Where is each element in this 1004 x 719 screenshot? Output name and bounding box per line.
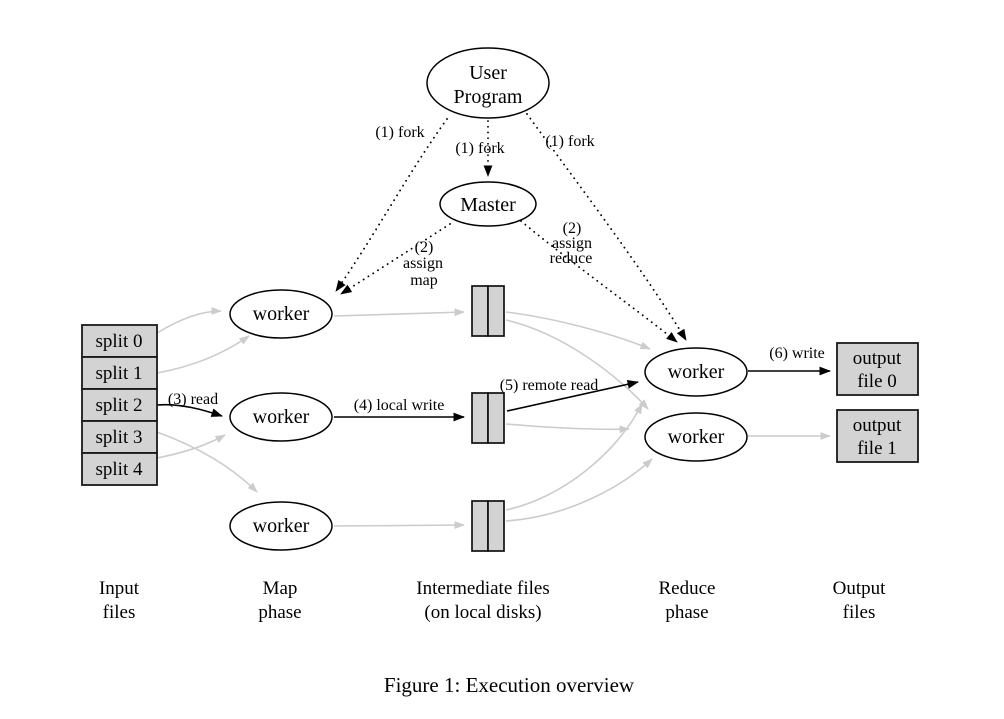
node-user-program: User Program [426,47,550,119]
map-worker-3-label: worker [253,515,310,537]
read-label: (3) read [168,391,218,408]
reduce-worker-1-ellipse [644,347,748,397]
edge-labels: (1) fork (1) fork (1) fork (2) assign ma… [168,124,825,414]
file-bar [471,392,489,444]
output-files: output file 0 output file 1 [836,342,919,463]
user-program-label-line2: Program [454,86,523,108]
node-map-worker-2: worker [229,392,333,442]
input-splits: split 0 split 1 split 2 split 3 split 4 [81,324,158,486]
assign-reduce-label-line2: assign [552,235,592,252]
assign-map-label-line3: map [410,272,438,289]
assign-map-label-line2: assign [403,255,443,272]
edge-split1-to-map-worker1 [156,335,250,374]
split-3-box [81,420,158,454]
gray-edges [156,307,831,529]
edge-fork-to-reduce-worker1 [526,113,687,341]
master-label: Master [460,194,516,216]
edge-assign-reduce [520,220,678,343]
master-ellipse [439,181,537,227]
reduce-worker-2-ellipse [644,412,748,462]
write-label: (6) write [769,345,825,362]
edge-split3-to-map-worker3 [156,431,258,493]
file-bar [487,285,505,337]
user-program-label-line1: User [469,62,507,84]
edge-remote-read [506,379,639,412]
split-2-label: split 2 [96,395,143,416]
split-1-box [81,356,158,390]
map-worker-2-ellipse [229,392,333,442]
input-files-label-line2: files [103,602,136,623]
map-phase-label-line1: Map [263,578,298,599]
edge-split4-to-map-worker2 [156,434,226,459]
output-file-1-box [836,409,919,463]
split-4-label: split 4 [96,459,143,480]
intermediate-files-label-line1: Intermediate files [416,578,549,599]
edge-map-worker1-to-intermediate1 [333,308,465,317]
output-file-0-box [836,342,919,396]
edge-assign-map [340,223,451,295]
edge-map-worker3-to-intermediate3 [333,521,465,529]
intermediate-file-icon-3 [471,500,505,552]
map-worker-1-label: worker [253,303,310,325]
split-0-label: split 0 [96,331,143,352]
split-4-box [81,452,158,486]
output-file-1-line2: file 1 [857,438,897,459]
map-worker-2-label: worker [253,406,310,428]
remote-read-label: (5) remote read [500,377,599,394]
local-write-label: (4) local write [354,397,445,414]
phase-labels: Input files Map phase Intermediate files… [99,578,886,623]
output-file-0-line2: file 0 [857,371,897,392]
node-map-worker-1: worker [229,289,333,339]
black-edges [156,366,831,422]
file-bar [471,500,489,552]
reduce-phase-label-line1: Reduce [659,578,716,599]
fork-middle-label: (1) fork [455,140,504,157]
intermediate-file-icon-2 [471,392,505,444]
map-worker-3-ellipse [229,501,333,551]
file-bar [471,285,489,337]
reduce-phase-label-line2: phase [665,602,708,623]
intermediate-files-label-line2: (on local disks) [424,602,541,623]
edge-intermediate1-to-reduce-worker2 [505,319,649,410]
node-map-worker-3: worker [229,501,333,551]
edge-read [156,403,223,417]
edge-intermediate2-to-reduce-worker2 [505,423,630,434]
node-reduce-worker-2: worker [644,412,748,462]
figure-caption: Figure 1: Execution overview [384,673,635,697]
fork-left-label: (1) fork [375,124,424,141]
output-files-label-line1: Output [833,578,887,599]
reduce-worker-1-label: worker [668,361,725,383]
split-1-label: split 1 [96,363,143,384]
map-worker-1-ellipse [229,289,333,339]
intermediate-files [471,285,505,552]
map-phase-label-line2: phase [258,602,301,623]
reduce-worker-2-label: worker [668,426,725,448]
fork-right-label: (1) fork [545,133,594,150]
node-master: Master [439,181,537,227]
edge-intermediate1-to-reduce-worker1 [505,311,651,350]
edge-intermediate3-to-reduce-worker2 [505,458,653,522]
edge-split0-to-map-worker1 [156,307,222,334]
file-bar [487,500,505,552]
assign-reduce-label-line3: reduce [550,250,593,267]
assign-map-label-line1: (2) [415,239,434,256]
edge-intermediate3-to-reduce-worker1 [505,403,643,511]
output-file-1-line1: output [853,415,902,436]
dotted-edges [335,113,687,343]
file-bar [487,392,505,444]
input-files-label-line1: Input [99,578,140,599]
edge-fork-to-map-worker1 [335,118,448,292]
split-3-label: split 3 [96,427,143,448]
assign-reduce-label-line1: (2) [563,220,582,237]
user-program-ellipse [426,47,550,119]
node-reduce-worker-1: worker [644,347,748,397]
output-files-label-line2: files [843,602,876,623]
intermediate-file-icon-1 [471,285,505,337]
output-file-0-line1: output [853,348,902,369]
